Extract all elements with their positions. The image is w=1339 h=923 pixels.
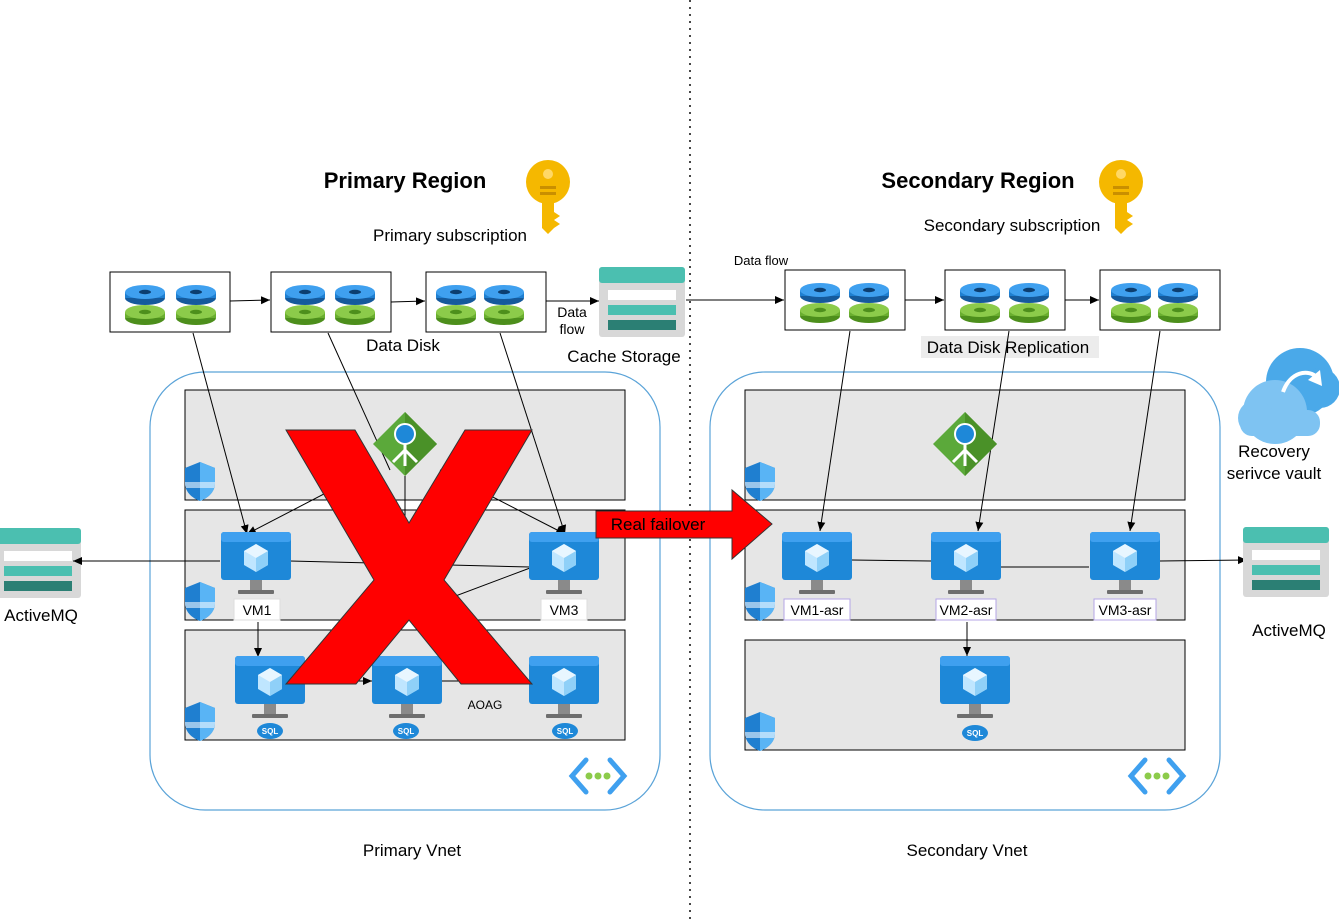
data-disk-label: Data Disk [366, 336, 440, 355]
failover-label: Real failover [611, 515, 706, 534]
primary-key-icon [526, 160, 570, 234]
secondary-disk-box-1 [784, 269, 906, 331]
secondary-key-icon [1099, 160, 1143, 234]
secondary-subscription-label: Secondary subscription [924, 216, 1101, 235]
activemq-icon [0, 528, 81, 598]
sql-badge: SQL [967, 729, 984, 738]
recovery-vault-label: Recovery [1238, 442, 1310, 461]
primary-region-title: Primary Region [324, 168, 487, 193]
secondary-data-flow-label: Data flow [734, 253, 789, 268]
vm-label: VM1-asr [791, 602, 844, 618]
cache-storage-icon [599, 267, 685, 337]
data-disk-replication-label: Data Disk Replication [927, 338, 1090, 357]
aoag-label: AOAG [468, 698, 503, 712]
sql-badge: SQL [398, 727, 415, 736]
vm-label: VM3 [550, 602, 579, 618]
primary-activemq-label: ActiveMQ [4, 606, 78, 625]
cache-storage-label: Cache Storage [567, 347, 680, 366]
secondary-region-title: Secondary Region [881, 168, 1074, 193]
data-flow-label: flow [560, 321, 586, 337]
failure-x-mark [284, 429, 534, 685]
failover-arrow [595, 488, 773, 561]
data-flow-label: Data [557, 304, 587, 320]
secondary-disk-box-2 [944, 269, 1066, 331]
vm-label: VM3-asr [1099, 602, 1152, 618]
secondary-activemq-label: ActiveMQ [1252, 621, 1326, 640]
replication-label-bg [921, 336, 1099, 358]
primary-subscription-label: Primary subscription [373, 226, 527, 245]
vm-label: VM2-asr [940, 602, 993, 618]
recovery-vault-label: serivce vault [1227, 464, 1322, 483]
recovery-vault-icon [1238, 348, 1339, 444]
activemq-icon [1243, 527, 1329, 597]
primary-vnet-label: Primary Vnet [363, 841, 462, 860]
sql-badge: SQL [557, 727, 574, 736]
secondary-vnet-label: Secondary Vnet [907, 841, 1028, 860]
sql-badge: SQL [262, 727, 279, 736]
vm-label: VM1 [243, 602, 272, 618]
